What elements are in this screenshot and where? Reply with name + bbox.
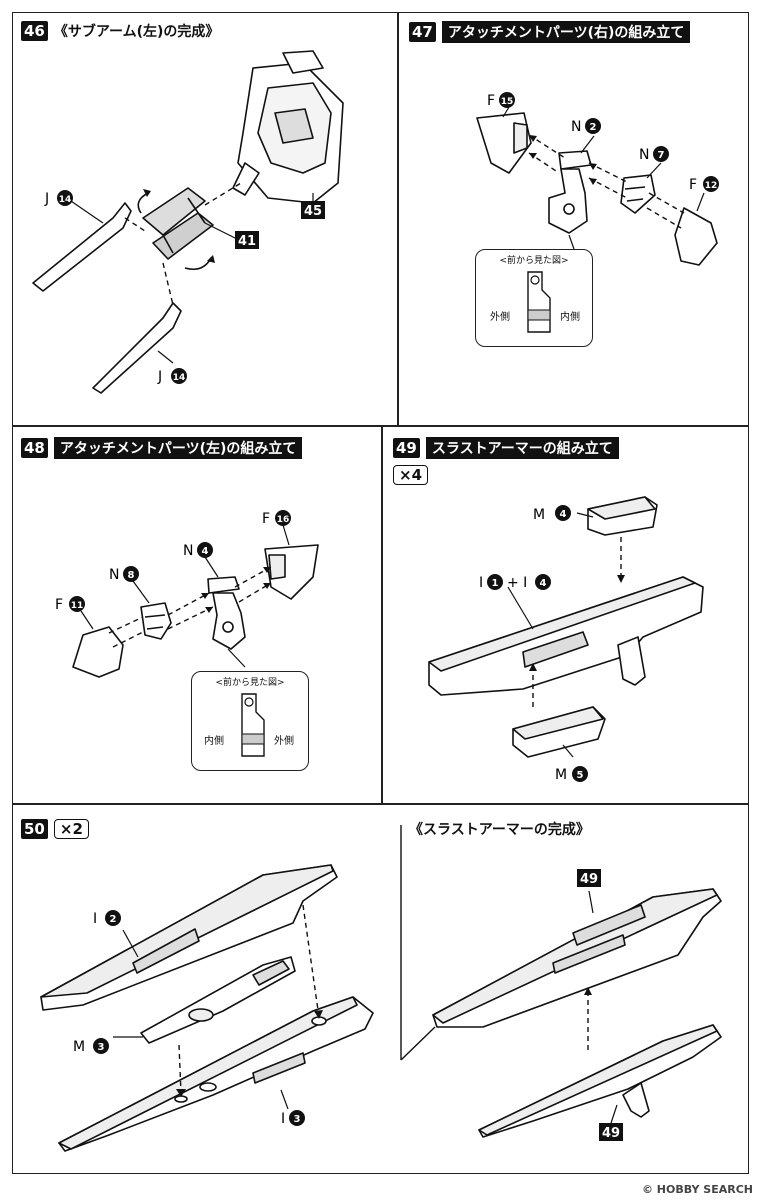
part-number-5: 5: [577, 770, 584, 781]
part-label-i: I: [479, 575, 483, 591]
part-label-f: F: [487, 93, 495, 109]
front-view-sketch: [527, 271, 551, 333]
step-title: アタッチメントパーツ(左)の組み立て: [53, 437, 303, 459]
part-number-4: 4: [540, 578, 547, 589]
step-46-illustration: J 14 41 45 J 14: [32, 50, 344, 394]
front-view-sketch: [241, 693, 265, 757]
step-50-header: 50 ×2: [21, 819, 89, 839]
assembly-tag-41: 41: [238, 234, 256, 249]
part-label-j: J: [157, 369, 162, 385]
part-label-m: M: [533, 507, 545, 523]
part-number-3: 3: [294, 1114, 301, 1125]
part-label-n: N: [639, 147, 649, 163]
watermark-footer: © HOBBY SEARCH: [641, 1183, 753, 1196]
part-label-n: N: [109, 567, 119, 583]
complete-header: 《スラストアーマーの完成》: [409, 819, 590, 839]
step-48-illustration: F 16 N 4 N 8 F 11: [55, 510, 319, 678]
front-view-callout: <前から見た図> 内側 外側: [191, 671, 309, 771]
part-label-n: N: [571, 119, 581, 135]
part-number-2: 2: [110, 914, 117, 925]
step-47-illustration: F 15 N 2 N 7 F 12: [476, 92, 719, 266]
step-49-panel: 49 スラストアーマーの組み立て ×4: [382, 426, 749, 804]
part-label-f: F: [55, 597, 63, 613]
part-label-plus-i: + I: [507, 575, 527, 591]
part-number-3: 3: [98, 1042, 105, 1053]
step-number: 48: [21, 438, 48, 458]
part-number-1: 1: [492, 578, 499, 589]
step-50-illustration: I 2 M 3 I 3 49 49: [40, 825, 722, 1152]
step-title: アタッチメントパーツ(右)の組み立て: [441, 21, 691, 43]
part-label-f: F: [689, 177, 697, 193]
step-number: 46: [21, 21, 48, 41]
step-number: 47: [409, 22, 436, 42]
part-number-4: 4: [202, 546, 209, 557]
step-49-illustration: M 4 I 1 + I 4 M 5: [428, 496, 704, 783]
step-title: スラストアーマーの組み立て: [425, 437, 619, 459]
part-number-12: 12: [705, 181, 718, 191]
step-48-panel: 48 アタッチメントパーツ(左)の組み立て: [12, 426, 382, 804]
step-47-panel: 47 アタッチメントパーツ(右)の組み立て: [398, 12, 749, 426]
part-label-f: F: [262, 511, 270, 527]
part-label-m: M: [555, 767, 567, 783]
callout-right-label: 内側: [560, 312, 580, 323]
part-number-15: 15: [501, 97, 514, 107]
part-number-14: 14: [173, 373, 186, 383]
assembly-tag-49: 49: [580, 872, 598, 887]
part-label-i: I: [281, 1111, 285, 1127]
quantity-multiplier: ×2: [53, 819, 89, 839]
part-number-7: 7: [658, 150, 665, 161]
part-number-2: 2: [590, 122, 597, 133]
step-number: 49: [393, 438, 420, 458]
step-title: 《サブアーム(左)の完成》: [53, 24, 220, 40]
front-view-callout: <前から見た図> 外側 内側: [475, 249, 593, 347]
callout-right-label: 外側: [274, 736, 294, 747]
part-number-8: 8: [128, 570, 135, 581]
part-number-4: 4: [560, 509, 567, 520]
step-46-panel: 46 《サブアーム(左)の完成》: [12, 12, 398, 426]
step-47-header: 47 アタッチメントパーツ(右)の組み立て: [409, 21, 691, 43]
part-label-j: J: [44, 191, 49, 207]
assembly-tag-45: 45: [304, 204, 322, 219]
assembly-tag-49: 49: [602, 1126, 620, 1141]
step-49-header: 49 スラストアーマーの組み立て: [393, 437, 619, 459]
part-label-m: M: [73, 1039, 85, 1055]
quantity-multiplier: ×4: [393, 465, 429, 485]
callout-left-label: 外側: [490, 312, 510, 323]
callout-title: <前から見た図>: [215, 678, 285, 688]
step-50-panel: 50 ×2 《スラストアーマーの完成》: [12, 804, 749, 1174]
complete-title: 《スラストアーマーの完成》: [409, 822, 590, 838]
step-46-header: 46 《サブアーム(左)の完成》: [21, 21, 219, 41]
callout-title: <前から見た図>: [499, 256, 569, 266]
part-number-11: 11: [71, 601, 84, 611]
part-number-16: 16: [277, 515, 290, 525]
part-number-14: 14: [59, 195, 72, 205]
step-48-header: 48 アタッチメントパーツ(左)の組み立て: [21, 437, 303, 459]
part-label-i: I: [93, 911, 97, 927]
step-number: 50: [21, 819, 48, 839]
part-label-n: N: [183, 543, 193, 559]
callout-left-label: 内側: [204, 736, 224, 747]
